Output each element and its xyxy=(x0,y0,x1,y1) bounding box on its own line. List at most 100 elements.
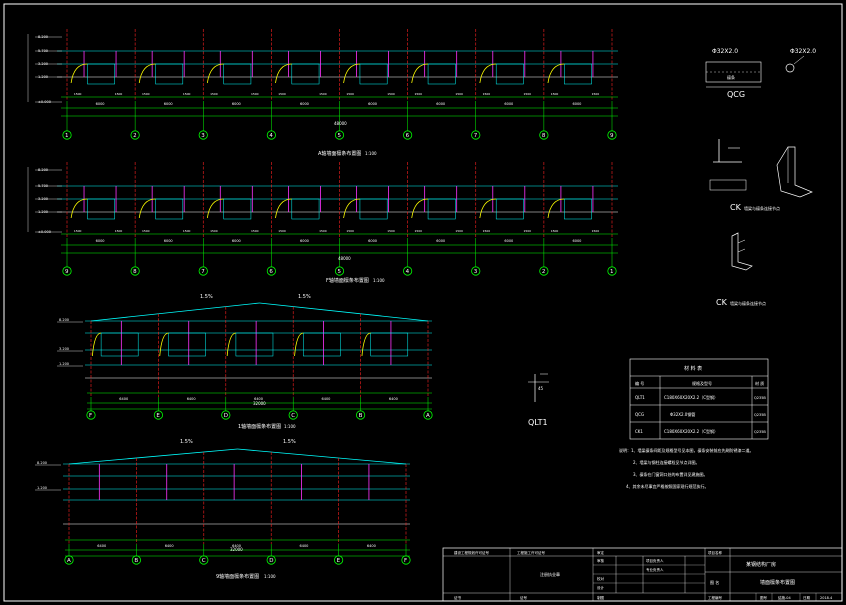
segment-dim: 6400 xyxy=(254,397,263,401)
sag-rod-bracket xyxy=(70,63,88,84)
sag-rod-bracket xyxy=(547,63,565,84)
sub-dim: 1500 xyxy=(387,229,395,233)
a-axis-total-dim: 48000 xyxy=(334,121,347,126)
window-opening xyxy=(427,63,456,85)
axis-label-B: B xyxy=(359,413,363,419)
sub-dim: 1500 xyxy=(592,229,600,233)
sub-dim: 1500 xyxy=(251,229,259,233)
sag-rod-bracket xyxy=(159,332,169,357)
level-label: 8.200 xyxy=(37,461,47,465)
sag-rod-bracket xyxy=(206,198,224,219)
tb-cert: 证书 xyxy=(454,595,462,600)
window-opening xyxy=(291,63,320,85)
roof-slope-left xyxy=(68,448,238,465)
sag-rod-bracket xyxy=(361,332,371,357)
segment-dim: 6000 xyxy=(96,102,105,106)
ck-caption-2: 墙梁与檩条连接节点 xyxy=(730,300,766,306)
roof-slope-left xyxy=(90,302,260,322)
axis-label-5: 5 xyxy=(338,269,342,275)
sub-dim: 1500 xyxy=(346,92,354,96)
level-label: 1.200 xyxy=(59,362,69,366)
general-notes: 说明：1、墙梁檩条间距及规格型号见本图，檩条安装前应先刷防锈漆二道。 2、墙梁与… xyxy=(619,447,754,489)
sub-dim: 1500 xyxy=(210,92,218,96)
tb-sheet-no: 结施-04 xyxy=(778,595,791,600)
sub-dim: 1500 xyxy=(455,92,463,96)
sag-rod-bracket xyxy=(206,63,224,84)
tb-footer-project-no: 工程编号 xyxy=(708,595,722,600)
window-opening xyxy=(223,198,252,220)
axis-label-6: 6 xyxy=(406,133,410,139)
roof-slope-right xyxy=(237,448,407,465)
pipe-section-icon xyxy=(785,63,795,73)
qlt1-detail: 45 QLT1 xyxy=(528,373,549,427)
level-label: 3.200 xyxy=(59,347,69,351)
sag-rod-bracket xyxy=(226,332,236,357)
window-opening xyxy=(235,332,274,357)
segment-dim: 6000 xyxy=(436,102,445,106)
f-axis-total-dim: 48000 xyxy=(338,256,351,261)
note-3: 3、檩条在门窗洞口处的布置详见建施图。 xyxy=(633,471,708,477)
axis-label-5: 5 xyxy=(338,133,342,139)
sub-dim: 1500 xyxy=(115,229,123,233)
segment-dim: 6000 xyxy=(300,239,309,243)
segment-dim: 6000 xyxy=(572,102,581,106)
window-opening xyxy=(223,63,252,85)
segment-dim: 6000 xyxy=(504,102,513,106)
tb-role-4: 专业负责人 xyxy=(646,567,664,572)
segment-dim: 6000 xyxy=(232,102,241,106)
material-table-title: 材 料 表 xyxy=(684,365,702,372)
material-header-mat: 材 质 xyxy=(755,380,764,386)
sag-rod-bracket xyxy=(411,63,429,84)
sub-dim: 1500 xyxy=(278,229,286,233)
ck-detail-2: CK 墙梁与檩条连接节点 xyxy=(716,232,766,307)
note-4: 4、其余未尽事宜严格按照国家现行规范执行。 xyxy=(626,483,709,489)
axis-label-6: 6 xyxy=(269,269,273,275)
sub-dim: 1500 xyxy=(551,92,559,96)
tb-footer-date: 日期 xyxy=(803,595,811,600)
axis-label-D: D xyxy=(269,558,273,564)
sag-rod-bracket xyxy=(343,63,360,84)
sag-rod-bracket xyxy=(411,198,429,219)
window-opening xyxy=(100,332,139,357)
ck-label-2: CK xyxy=(716,298,728,307)
qcg-section-b: Φ32X2.0 xyxy=(790,48,816,55)
tb-project-name: 某钢结构厂房 xyxy=(746,561,776,568)
window-opening xyxy=(370,332,409,357)
material-header-no: 编 号 xyxy=(635,380,644,386)
column-lines xyxy=(66,162,613,238)
sub-dim: 1500 xyxy=(592,92,600,96)
axis-label-E: E xyxy=(337,558,341,564)
sub-dim: 1500 xyxy=(346,229,354,233)
segment-dim: 6000 xyxy=(572,239,581,243)
sub-dim: 1500 xyxy=(210,229,218,233)
material-row-3-spec: C180X60X20X2.2（C型钢） xyxy=(664,428,718,434)
axis-label-2: 2 xyxy=(133,133,137,139)
sag-rod-bracket xyxy=(479,63,497,84)
sub-dim: 1500 xyxy=(551,229,559,233)
1-axis-scale: 1:100 xyxy=(284,424,296,429)
sub-dim: 1500 xyxy=(414,229,422,233)
level-label: 8.200 xyxy=(59,318,69,322)
sag-rod-bracket xyxy=(294,332,304,357)
tb-role-1: 审定 xyxy=(597,550,605,555)
sub-dim: 1500 xyxy=(455,229,463,233)
axis-label-C: C xyxy=(202,558,206,564)
sub-dim: 1500 xyxy=(251,92,259,96)
sub-dim: 1500 xyxy=(74,229,82,233)
sub-dim: 1500 xyxy=(142,92,150,96)
segment-dim: 6000 xyxy=(368,239,377,243)
1-axis-slope-left: 1.5% xyxy=(200,294,213,300)
tb-role-6: 设计 xyxy=(597,585,605,590)
window-opening xyxy=(87,198,115,220)
material-row-2-mat: Q235B xyxy=(754,413,766,417)
ck-detail-1: CK 墙梁与檩条连接节点 xyxy=(709,139,813,212)
tb-construction-permit: 工程施工许可证号 xyxy=(517,550,545,555)
